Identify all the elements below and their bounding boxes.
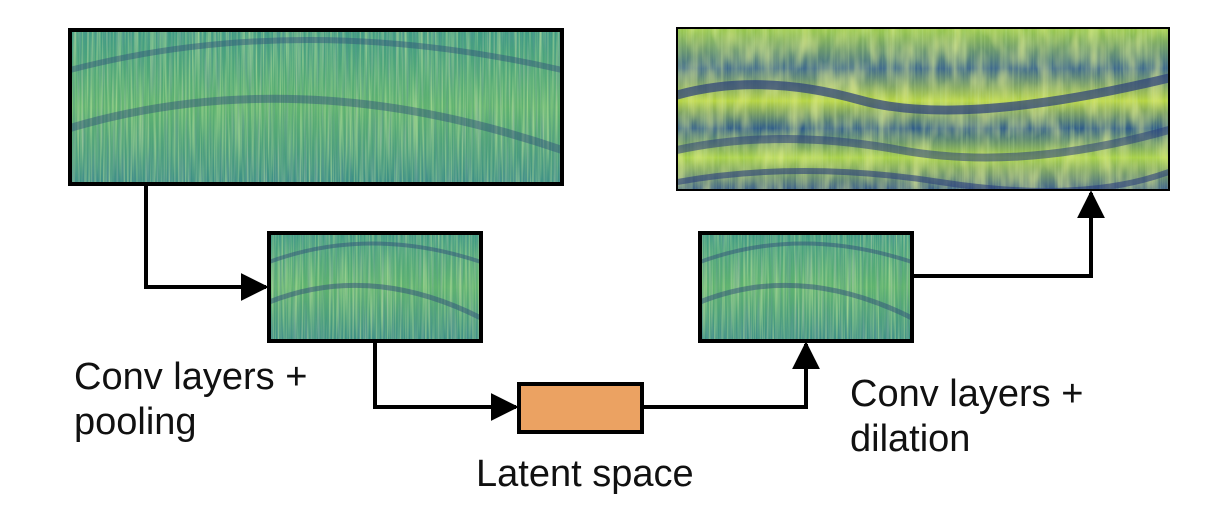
encoder-label-line2: pooling [74, 401, 197, 443]
encoder-label: Conv layers + pooling [74, 355, 307, 445]
latent-space-box [517, 382, 644, 434]
arrow-pooled-to-latent [373, 341, 519, 421]
encoder-label-line1: Conv layers + [74, 356, 308, 398]
decoder-label-line1: Conv layers + [850, 373, 1084, 415]
pooled-feature-map [269, 233, 481, 341]
output-reconstruction [677, 28, 1169, 190]
decoder-label: Conv layers + dilation [850, 372, 1083, 462]
decoder-label-line2: dilation [850, 418, 971, 460]
arrow-input-to-pooled [144, 184, 269, 301]
dilated-feature-map [700, 233, 912, 341]
latent-space-label-text: Latent space [476, 453, 694, 495]
arrow-latent-to-dilated [642, 341, 820, 409]
arrow-dilated-to-output [912, 190, 1105, 278]
output-reconstruction-frame [676, 27, 1170, 191]
input-spectrogram [70, 30, 562, 184]
latent-space-label: Latent space [476, 452, 694, 497]
dilated-feature-map-frame [698, 231, 914, 343]
input-spectrogram-frame [68, 28, 564, 186]
